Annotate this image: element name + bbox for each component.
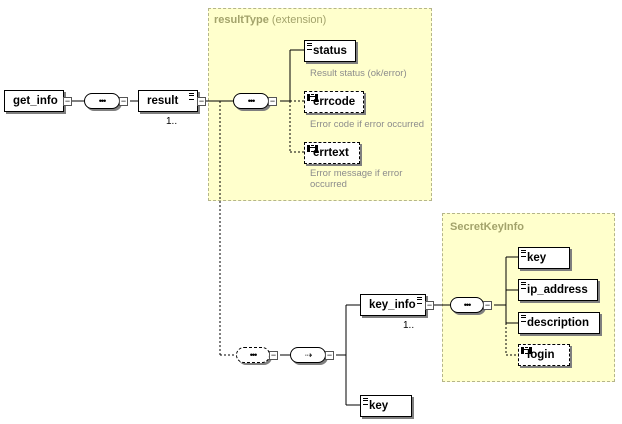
- result-cardinality: 1..: [166, 116, 178, 127]
- ip-address-element[interactable]: ip_address: [518, 279, 598, 301]
- element-lines-icon: [521, 282, 526, 289]
- sequence-1-collapse-icon[interactable]: −: [119, 96, 128, 106]
- key-label: key: [527, 252, 547, 264]
- sequence-symbol-1: •••: [98, 96, 107, 106]
- sequence-symbol-3: •••: [249, 350, 258, 360]
- resulttype-name: resultType: [214, 14, 269, 26]
- status-element[interactable]: status: [304, 40, 356, 62]
- sequence-symbol-2: •••: [247, 96, 256, 106]
- key-info-collapse-icon[interactable]: −: [425, 300, 434, 310]
- element-lines-icon: [521, 250, 526, 257]
- sequence-2-collapse-icon[interactable]: −: [268, 96, 277, 106]
- choice-symbol: ⇢: [304, 350, 312, 360]
- sequence-3-collapse-icon[interactable]: −: [269, 350, 278, 360]
- sequence-compositor-1[interactable]: •••: [84, 93, 120, 109]
- sequence-4-collapse-icon[interactable]: −: [483, 300, 492, 310]
- result-element[interactable]: result: [138, 90, 198, 112]
- sequence-compositor-4[interactable]: •••: [450, 297, 484, 313]
- secretkeyinfo-name: SecretKeyInfo: [450, 221, 524, 233]
- key-info-element[interactable]: key_info: [360, 294, 426, 316]
- login-label: login: [527, 349, 555, 361]
- key-info-cardinality: 1..: [403, 320, 415, 331]
- key-outer-element[interactable]: key: [360, 395, 412, 417]
- choice-collapse-icon[interactable]: −: [325, 350, 334, 360]
- errcode-element[interactable]: errcode: [304, 91, 364, 113]
- key-element[interactable]: key: [518, 247, 570, 269]
- sequence-compositor-3[interactable]: •••: [236, 347, 270, 363]
- resulttype-suffix: (extension): [268, 14, 327, 26]
- get-info-element[interactable]: get_info: [4, 90, 64, 112]
- element-lines-icon: [521, 315, 526, 322]
- get-info-collapse-icon[interactable]: −: [63, 96, 72, 106]
- element-lines-icon: [307, 94, 318, 101]
- sequence-symbol-4: •••: [463, 300, 472, 310]
- secretkeyinfo-group-title: SecretKeyInfo: [450, 221, 524, 233]
- choice-compositor[interactable]: ⇢: [290, 347, 326, 363]
- key-info-label: key_info: [369, 299, 416, 311]
- errtext-description: Error message if error occurred: [310, 168, 403, 190]
- description-label: description: [527, 317, 589, 329]
- get-info-label: get_info: [13, 95, 58, 107]
- status-description: Result status (ok/error): [310, 68, 407, 79]
- element-lines-icon: [307, 145, 318, 152]
- sequence-compositor-2[interactable]: •••: [233, 93, 269, 109]
- status-label: status: [313, 45, 347, 57]
- errtext-element[interactable]: errtext: [304, 142, 360, 164]
- errtext-label: errtext: [313, 147, 349, 159]
- result-label: result: [147, 95, 179, 107]
- resulttype-group-title: resultType (extension): [214, 14, 326, 26]
- login-element[interactable]: login: [518, 344, 570, 366]
- element-lines-icon: [307, 43, 312, 50]
- element-lines-icon: [417, 297, 422, 304]
- result-collapse-icon[interactable]: −: [197, 96, 206, 106]
- key-outer-label: key: [369, 400, 389, 412]
- ip-address-label: ip_address: [527, 284, 588, 296]
- errcode-description: Error code if error occurred: [310, 119, 425, 130]
- description-element[interactable]: description: [518, 312, 600, 334]
- errcode-label: errcode: [313, 96, 356, 108]
- element-lines-icon: [521, 347, 532, 354]
- element-lines-icon: [363, 398, 368, 405]
- element-lines-icon: [189, 93, 194, 100]
